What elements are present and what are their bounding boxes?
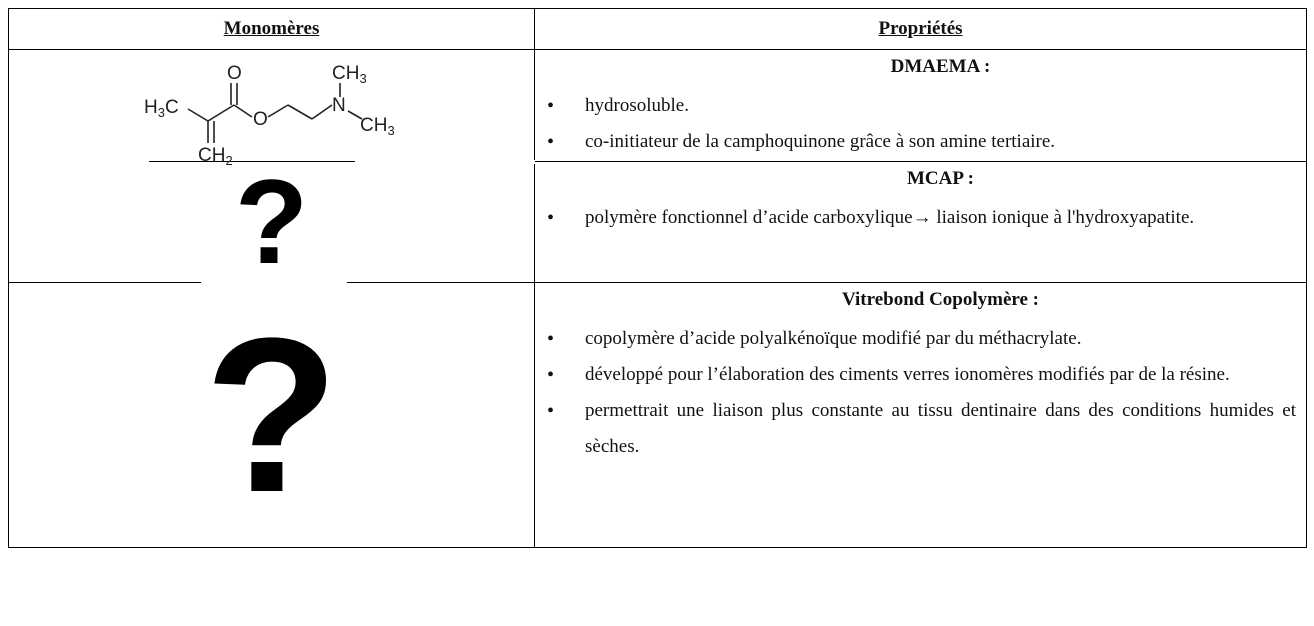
list-item: permettrait une liaison plus constante a…: [547, 393, 1296, 465]
label-ch2: CH2: [198, 145, 233, 168]
list-item: copolymère d’acide polyalkénoïque modifi…: [547, 321, 1296, 357]
monomer-name: DMAEMA :: [890, 56, 991, 77]
label-h3c: H3C: [144, 97, 179, 120]
dmaema-structure-icon: H3C O O N CH3 CH3 CH2: [144, 63, 395, 168]
list-item: hydrosoluble.: [547, 88, 1296, 124]
property-list: polymère fonctionnel d’acide carboxyliqu…: [547, 200, 1296, 236]
property-list: hydrosoluble. co-initiateur de la campho…: [547, 88, 1296, 160]
label-o-ester: O: [253, 109, 268, 130]
label-ch3-top: CH3: [332, 63, 367, 86]
monomer-name: Vitrebond Copolymère :: [841, 289, 1040, 310]
label-o-carbonyl: O: [227, 63, 242, 84]
properties-cell: MCAP : polymère fonctionnel d’acide carb…: [534, 161, 1307, 283]
property-list: copolymère d’acide polyalkénoïque modifi…: [547, 321, 1296, 465]
label-ch3-right: CH3: [360, 115, 395, 138]
list-item: co-initiateur de la camphoquinone grâce …: [547, 124, 1296, 160]
header-monomers: Monomères: [8, 8, 535, 50]
monomers-table: Monomères Propriétés: [8, 8, 1307, 548]
monomer-cell: ?: [8, 155, 535, 289]
monomer-cell: ?: [8, 281, 535, 548]
table-row: ? Vitrebond Copolymère : copolymère d’ac…: [8, 281, 1307, 548]
properties-cell: DMAEMA : hydrosoluble. co-initiateur de …: [534, 49, 1307, 162]
table-row: H3C O O N CH3 CH3 CH2 DMAEMA : hydrosolu…: [8, 49, 1307, 168]
question-mark-icon: ?: [234, 155, 309, 289]
list-item: développé pour l’élaboration des ciments…: [547, 357, 1296, 393]
properties-cell: Vitrebond Copolymère : copolymère d’acid…: [534, 282, 1307, 548]
monomer-cell: H3C O O N CH3 CH3 CH2: [8, 49, 535, 168]
question-mark-icon: ?: [204, 292, 339, 538]
list-item: polymère fonctionnel d’acide carboxyliqu…: [547, 200, 1296, 236]
header-properties: Propriétés: [534, 8, 1307, 50]
monomer-name: MCAP :: [906, 168, 974, 189]
table-row: ? MCAP : polymère fonctionnel d’acide ca…: [8, 155, 1307, 289]
label-n: N: [332, 95, 346, 116]
